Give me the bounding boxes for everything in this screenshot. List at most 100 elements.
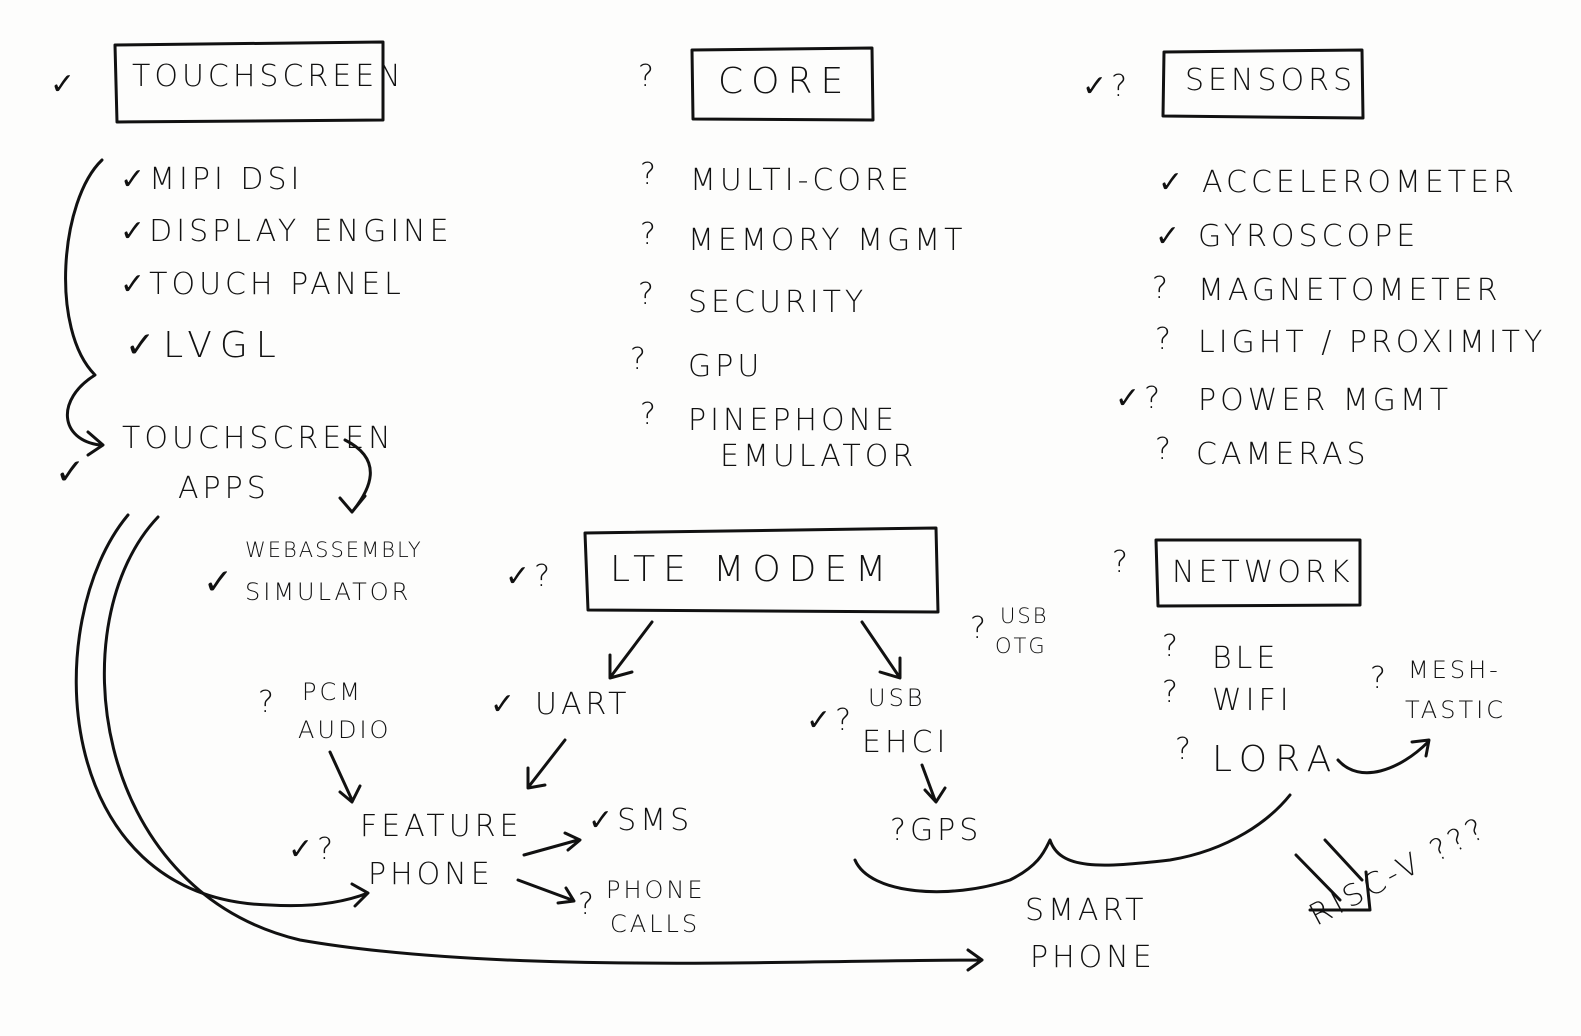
- sms-label: SMS: [617, 803, 694, 838]
- network-mark: ?: [1112, 545, 1132, 580]
- feature-label: FEATURE: [360, 809, 523, 844]
- apps-line1: TOUCHSCREEN: [122, 421, 395, 456]
- brace-arrowhead: [86, 430, 105, 457]
- touchscreen-brace: [64, 158, 104, 447]
- sensors-mark: ✓?: [1082, 69, 1132, 104]
- apps-to-feature-phone-curve: [74, 513, 370, 908]
- audio-to-feature-arrow: [328, 750, 362, 804]
- smart-phone-brace: [853, 793, 1292, 894]
- ehci-label: EHCI: [862, 725, 950, 760]
- simulator-check: ✓: [203, 562, 242, 603]
- check-mark: ✓: [120, 267, 150, 302]
- meshtastic-mark: ?: [1370, 661, 1390, 696]
- lte-modem-title: LTE MODEM: [610, 549, 895, 590]
- usb-otg-mark: ?: [970, 611, 990, 646]
- multi-core-item: MULTI-CORE: [690, 163, 913, 198]
- feature-to-sms-arrow: [522, 831, 582, 857]
- risc-v-double-arrow: [1294, 838, 1372, 912]
- accelerometer-item: ACCELEROMETER: [1202, 165, 1518, 200]
- meshtastic-line2: TASTIC: [1405, 696, 1506, 724]
- gps-item: ?GPS: [890, 816, 982, 846]
- usb-otg-line2: OTG: [995, 634, 1047, 658]
- apps-to-simulator-arrow: [338, 438, 372, 514]
- question-mark: ?: [630, 342, 650, 377]
- security-item: SECURITY: [688, 285, 868, 320]
- lte-mark: ✓?: [505, 559, 555, 594]
- pinephone-item: PINEPHONE: [688, 403, 898, 438]
- lte-modem-box: [583, 526, 940, 614]
- touchscreen-title: TOUCHSCREEN: [132, 59, 405, 94]
- feature-phone-mark: ✓?: [288, 832, 338, 867]
- question-mark: ?: [1162, 629, 1182, 664]
- question-mark: ?: [640, 157, 660, 192]
- sms-item: ✓SMS: [588, 806, 693, 836]
- smart-phone-label: PHONE: [1030, 940, 1156, 975]
- apps-line2: APPS: [178, 471, 270, 506]
- core-box: [690, 46, 875, 122]
- check-mark: ✓: [120, 162, 150, 197]
- calls-line1: PHONE: [606, 876, 706, 904]
- light-proximity-item: LIGHT / PROXIMITY: [1198, 325, 1547, 360]
- question-mark: ?: [1162, 675, 1182, 710]
- audio-mark: ?: [258, 685, 278, 720]
- question-mark: ?: [640, 397, 660, 432]
- item-label: LVGL: [163, 325, 284, 366]
- display-engine-item: ✓DISPLAY ENGINE: [120, 217, 453, 247]
- item-label: MIPI DSI: [149, 162, 304, 197]
- lora-item: LORA: [1212, 739, 1340, 780]
- simulator-line2: SIMULATOR: [245, 578, 412, 606]
- question-mark: ?: [890, 813, 910, 848]
- apps-check: ✓: [55, 452, 94, 493]
- calls-mark: ?: [578, 887, 598, 922]
- question-mark: ?: [638, 277, 658, 312]
- core-mark: ?: [638, 59, 658, 94]
- lora-to-meshtastic-arrow: [1336, 738, 1431, 775]
- pcm-label: PCM: [302, 678, 363, 706]
- phone-label: PHONE: [368, 857, 494, 892]
- sensors-box: [1161, 48, 1365, 120]
- item-label: DISPLAY ENGINE: [149, 214, 453, 249]
- sensors-title: SENSORS: [1185, 63, 1356, 98]
- touchscreen-box: [113, 40, 385, 124]
- uart-to-feature-arrow: [526, 738, 567, 790]
- usb-otg-line1: USB: [1000, 604, 1049, 628]
- question-mark: ?: [1175, 732, 1195, 767]
- ehci-to-gps-arrow: [920, 763, 947, 804]
- wifi-item: WIFI: [1212, 683, 1293, 718]
- question-mark: ?: [1155, 322, 1175, 357]
- core-title: CORE: [718, 61, 852, 102]
- mipi-dsi-item: ✓MIPI DSI: [120, 165, 303, 195]
- ble-item: BLE: [1212, 641, 1280, 676]
- smart-label: SMART: [1025, 893, 1148, 928]
- uart-check: ✓: [490, 687, 520, 722]
- check-mark: ✓: [120, 214, 150, 249]
- network-title: NETWORK: [1172, 555, 1354, 590]
- check-question-mark: ✓?: [1115, 381, 1165, 416]
- gyroscope-item: GYROSCOPE: [1198, 219, 1420, 254]
- memory-mgmt-item: MEMORY MGMT: [688, 223, 967, 258]
- apps-to-smart-phone-curve: [102, 515, 984, 972]
- question-mark: ?: [1155, 432, 1175, 467]
- usb-ehci-mark: ✓?: [806, 703, 856, 738]
- lte-to-uart-arrow: [608, 620, 654, 680]
- check-mark: ✓: [1155, 219, 1185, 254]
- network-box: [1154, 538, 1362, 608]
- gps-label: GPS: [909, 813, 983, 848]
- check-mark: ✓: [1158, 165, 1188, 200]
- uart-label: UART: [535, 687, 631, 722]
- question-mark: ?: [640, 217, 660, 252]
- meshtastic-line1: MESH-: [1408, 656, 1501, 684]
- touch-panel-item: ✓TOUCH PANEL: [120, 270, 405, 300]
- cameras-item: CAMERAS: [1196, 437, 1370, 472]
- check-mark: ✓: [125, 325, 164, 366]
- power-mgmt-item: POWER MGMT: [1198, 383, 1453, 418]
- item-label: TOUCH PANEL: [149, 267, 405, 302]
- simulator-line1: WEBASSEMBLY: [245, 538, 423, 562]
- gpu-item: GPU: [688, 349, 764, 384]
- usb-label: USB: [868, 684, 926, 712]
- lvgl-item: ✓LVGL: [125, 328, 284, 364]
- check-mark: ✓: [588, 803, 618, 838]
- question-mark: ?: [1152, 271, 1172, 306]
